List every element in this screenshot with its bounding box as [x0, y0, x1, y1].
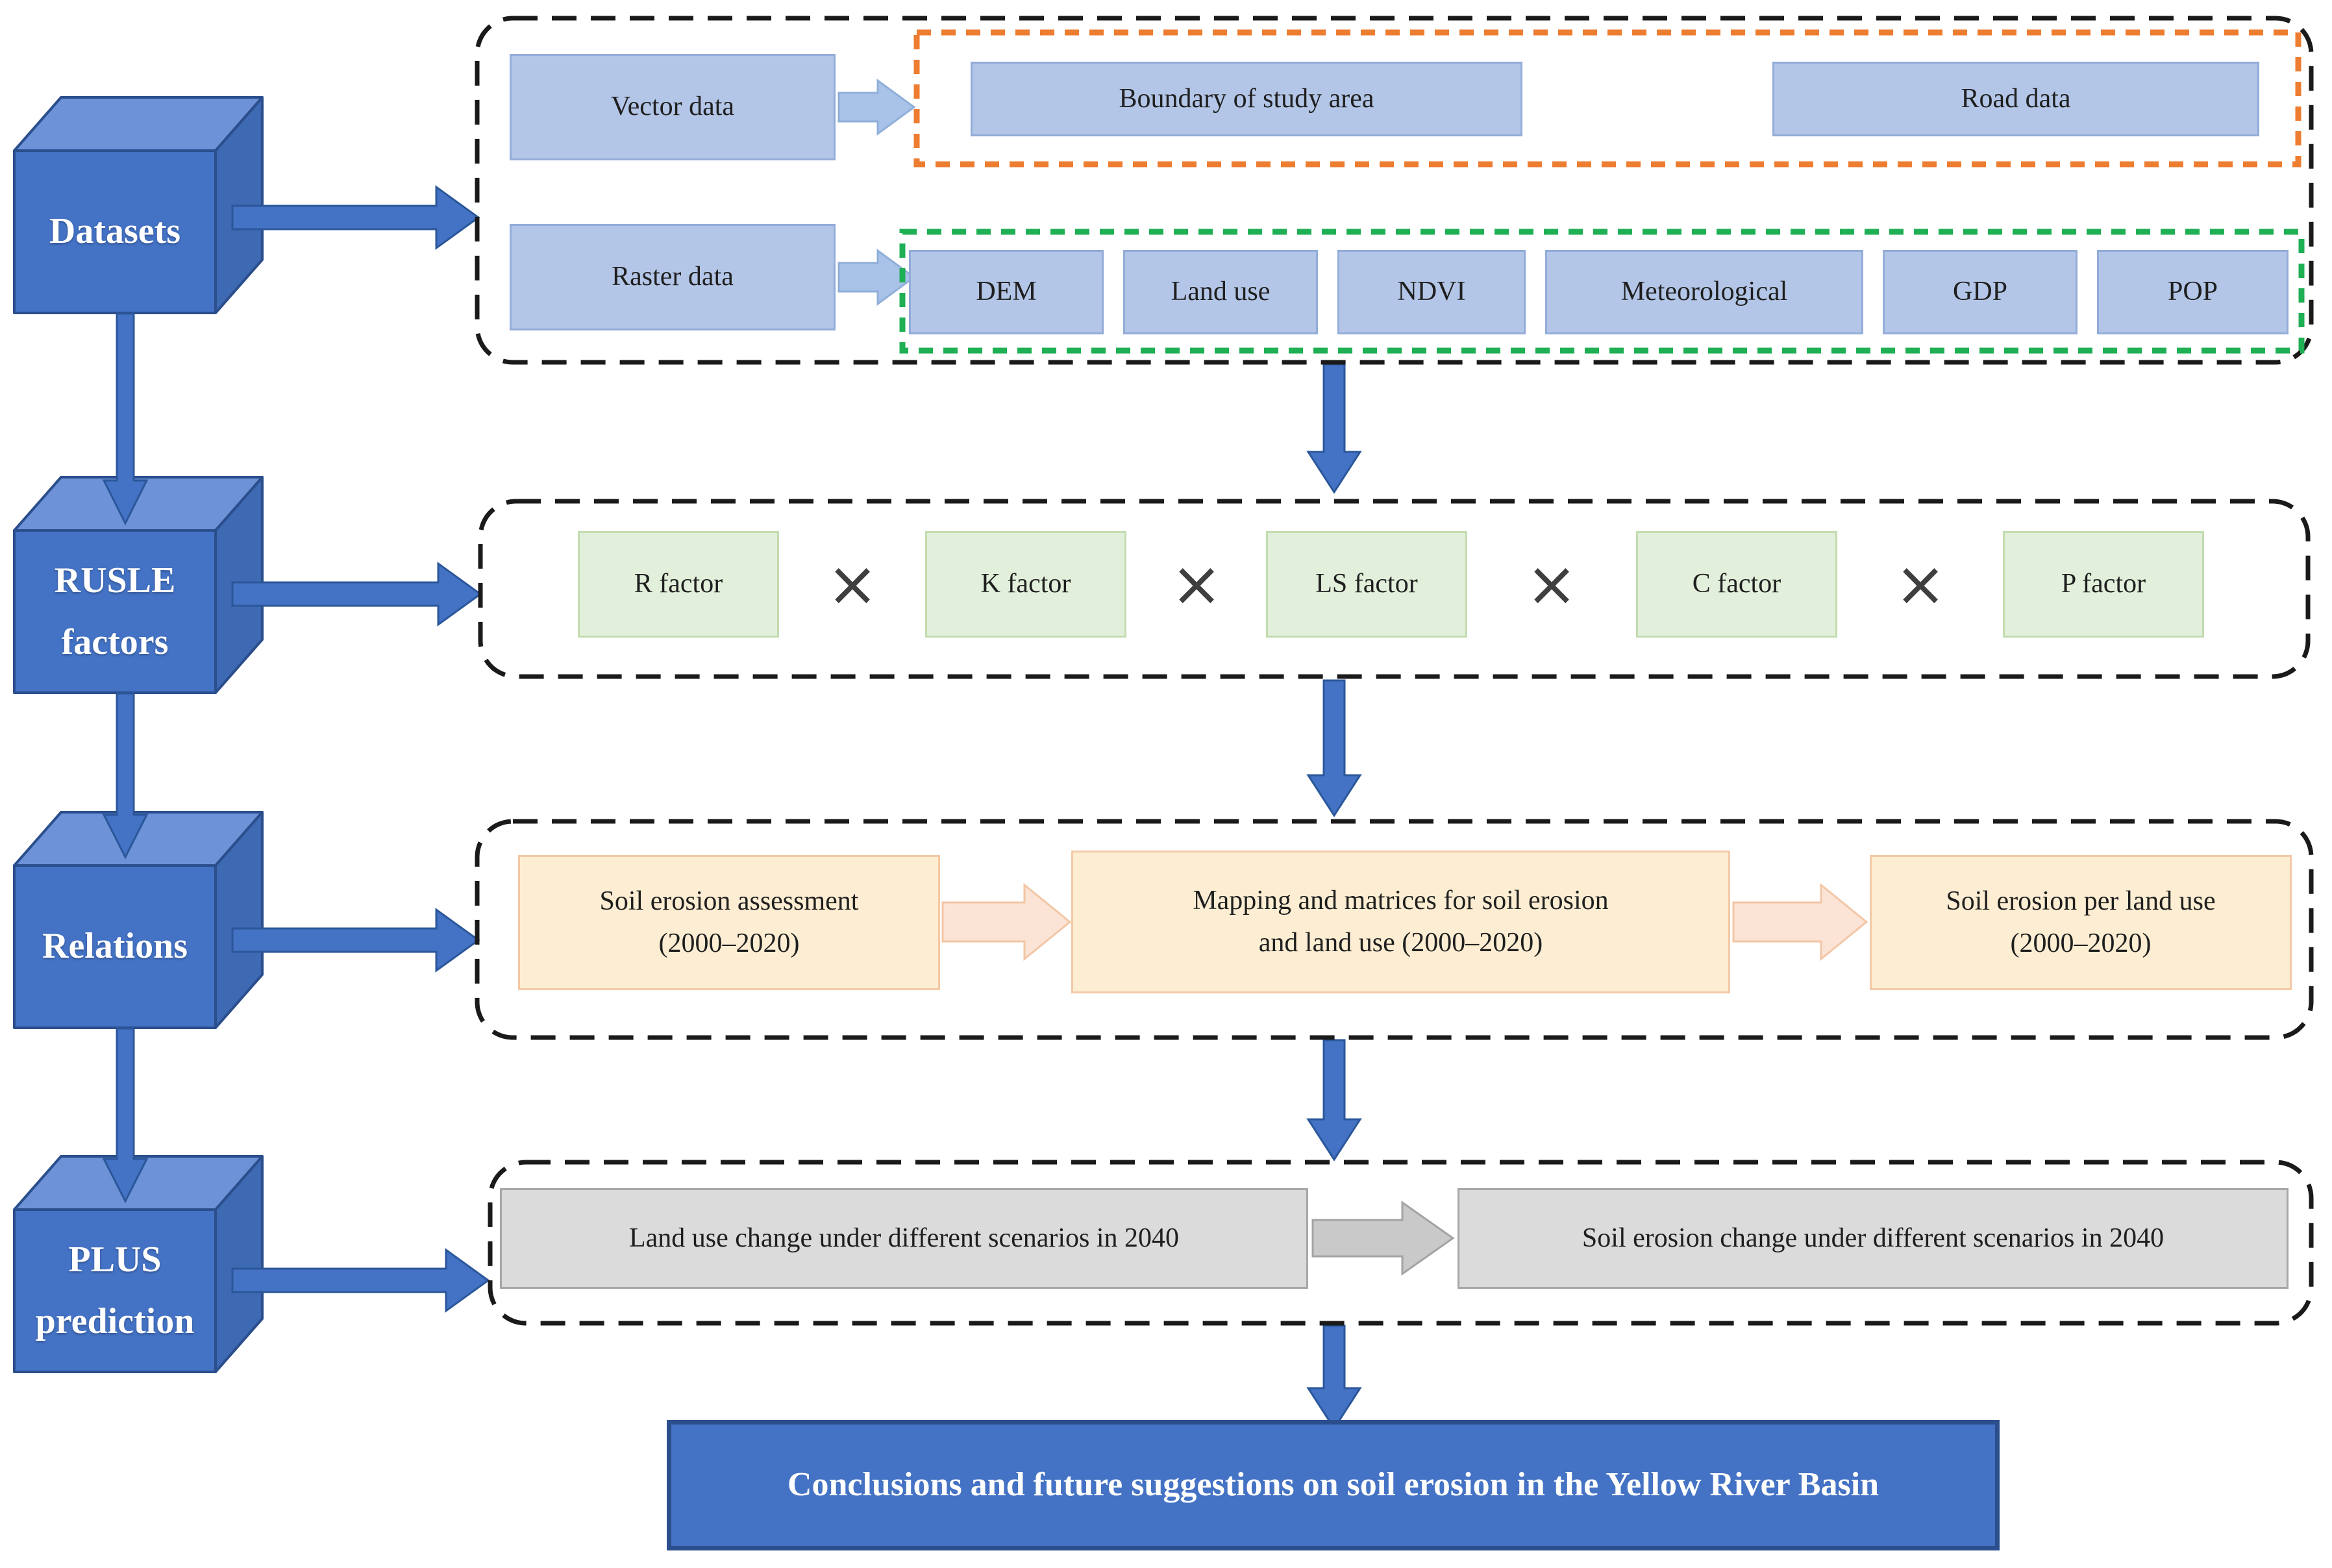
cube-relations — [13, 811, 264, 1029]
mapping-matrices-box: Mapping and matrices for soil erosion an… — [1071, 851, 1730, 993]
cube-label-relations: Relations — [42, 926, 188, 967]
row3-to-row4-arrow — [1306, 1039, 1362, 1162]
multiply-icon: × — [1894, 549, 1946, 620]
relations-to-plus-arrow — [102, 1027, 149, 1204]
cube-plus-prediction — [13, 1155, 264, 1373]
c-factor-box: C factor — [1636, 531, 1837, 638]
rusle-to-relations-arrow — [102, 692, 149, 860]
vector-data-arrow — [837, 79, 916, 136]
row4-to-conclusion-arrow — [1306, 1325, 1362, 1430]
vector-items-dashed-container — [913, 29, 2301, 168]
conclusion-box: Conclusions and future suggestions on so… — [667, 1420, 2000, 1550]
relations-dashed-container — [475, 819, 2314, 1040]
p-factor-box: P factor — [2003, 531, 2204, 638]
ndvi-box: NDVI — [1337, 250, 1526, 334]
vector-data-box: Vector data — [510, 54, 836, 160]
row2-to-row3-arrow — [1306, 679, 1362, 817]
plus-dashed-container — [488, 1160, 2314, 1326]
plus-row-arrow — [231, 1248, 490, 1313]
datasets-dashed-container — [475, 16, 2314, 365]
plus-step-arrow — [1311, 1201, 1455, 1276]
cube-datasets — [13, 96, 264, 314]
row1-to-row2-arrow — [1306, 363, 1362, 494]
k-factor-box: K factor — [925, 531, 1126, 638]
ls-factor-box: LS factor — [1266, 531, 1467, 638]
gdp-box: GDP — [1883, 250, 2078, 334]
rusle-row-arrow — [231, 562, 482, 627]
soil-erosion-change-2040-box: Soil erosion change under different scen… — [1458, 1188, 2289, 1289]
boundary-of-study-area-box: Boundary of study area — [971, 62, 1522, 136]
cube-label-rusle-factors: RUSLE factors — [54, 560, 176, 662]
datasets-to-rusle-arrow — [102, 312, 149, 526]
dem-box: DEM — [909, 250, 1104, 334]
cube-label-plus-prediction: PLUS prediction — [35, 1239, 195, 1341]
multiply-icon: × — [1526, 549, 1578, 620]
soil-erosion-per-land-use-box: Soil erosion per land use (2000–2020) — [1870, 855, 2292, 990]
r-factor-box: R factor — [578, 531, 779, 638]
multiply-icon: × — [826, 549, 878, 620]
pop-box: POP — [2097, 250, 2289, 334]
multiply-icon: × — [1171, 549, 1222, 620]
relations-step2-arrow — [1732, 882, 1868, 962]
datasets-row-arrow — [231, 185, 480, 250]
cube-label-datasets: Datasets — [49, 211, 181, 252]
rusle-dashed-container — [478, 499, 2311, 679]
soil-erosion-assessment-box: Soil erosion assessment (2000–2020) — [518, 855, 940, 990]
road-data-box: Road data — [1772, 62, 2259, 136]
raster-data-box: Raster data — [510, 224, 836, 330]
land-use-box: Land use — [1123, 250, 1318, 334]
raster-items-dashed-container — [899, 229, 2305, 354]
relations-step1-arrow — [941, 882, 1072, 962]
relations-row-arrow — [231, 908, 480, 973]
meteorological-box: Meteorological — [1545, 250, 1863, 334]
land-use-change-2040-box: Land use change under different scenario… — [500, 1188, 1308, 1289]
raster-data-arrow — [837, 249, 916, 306]
